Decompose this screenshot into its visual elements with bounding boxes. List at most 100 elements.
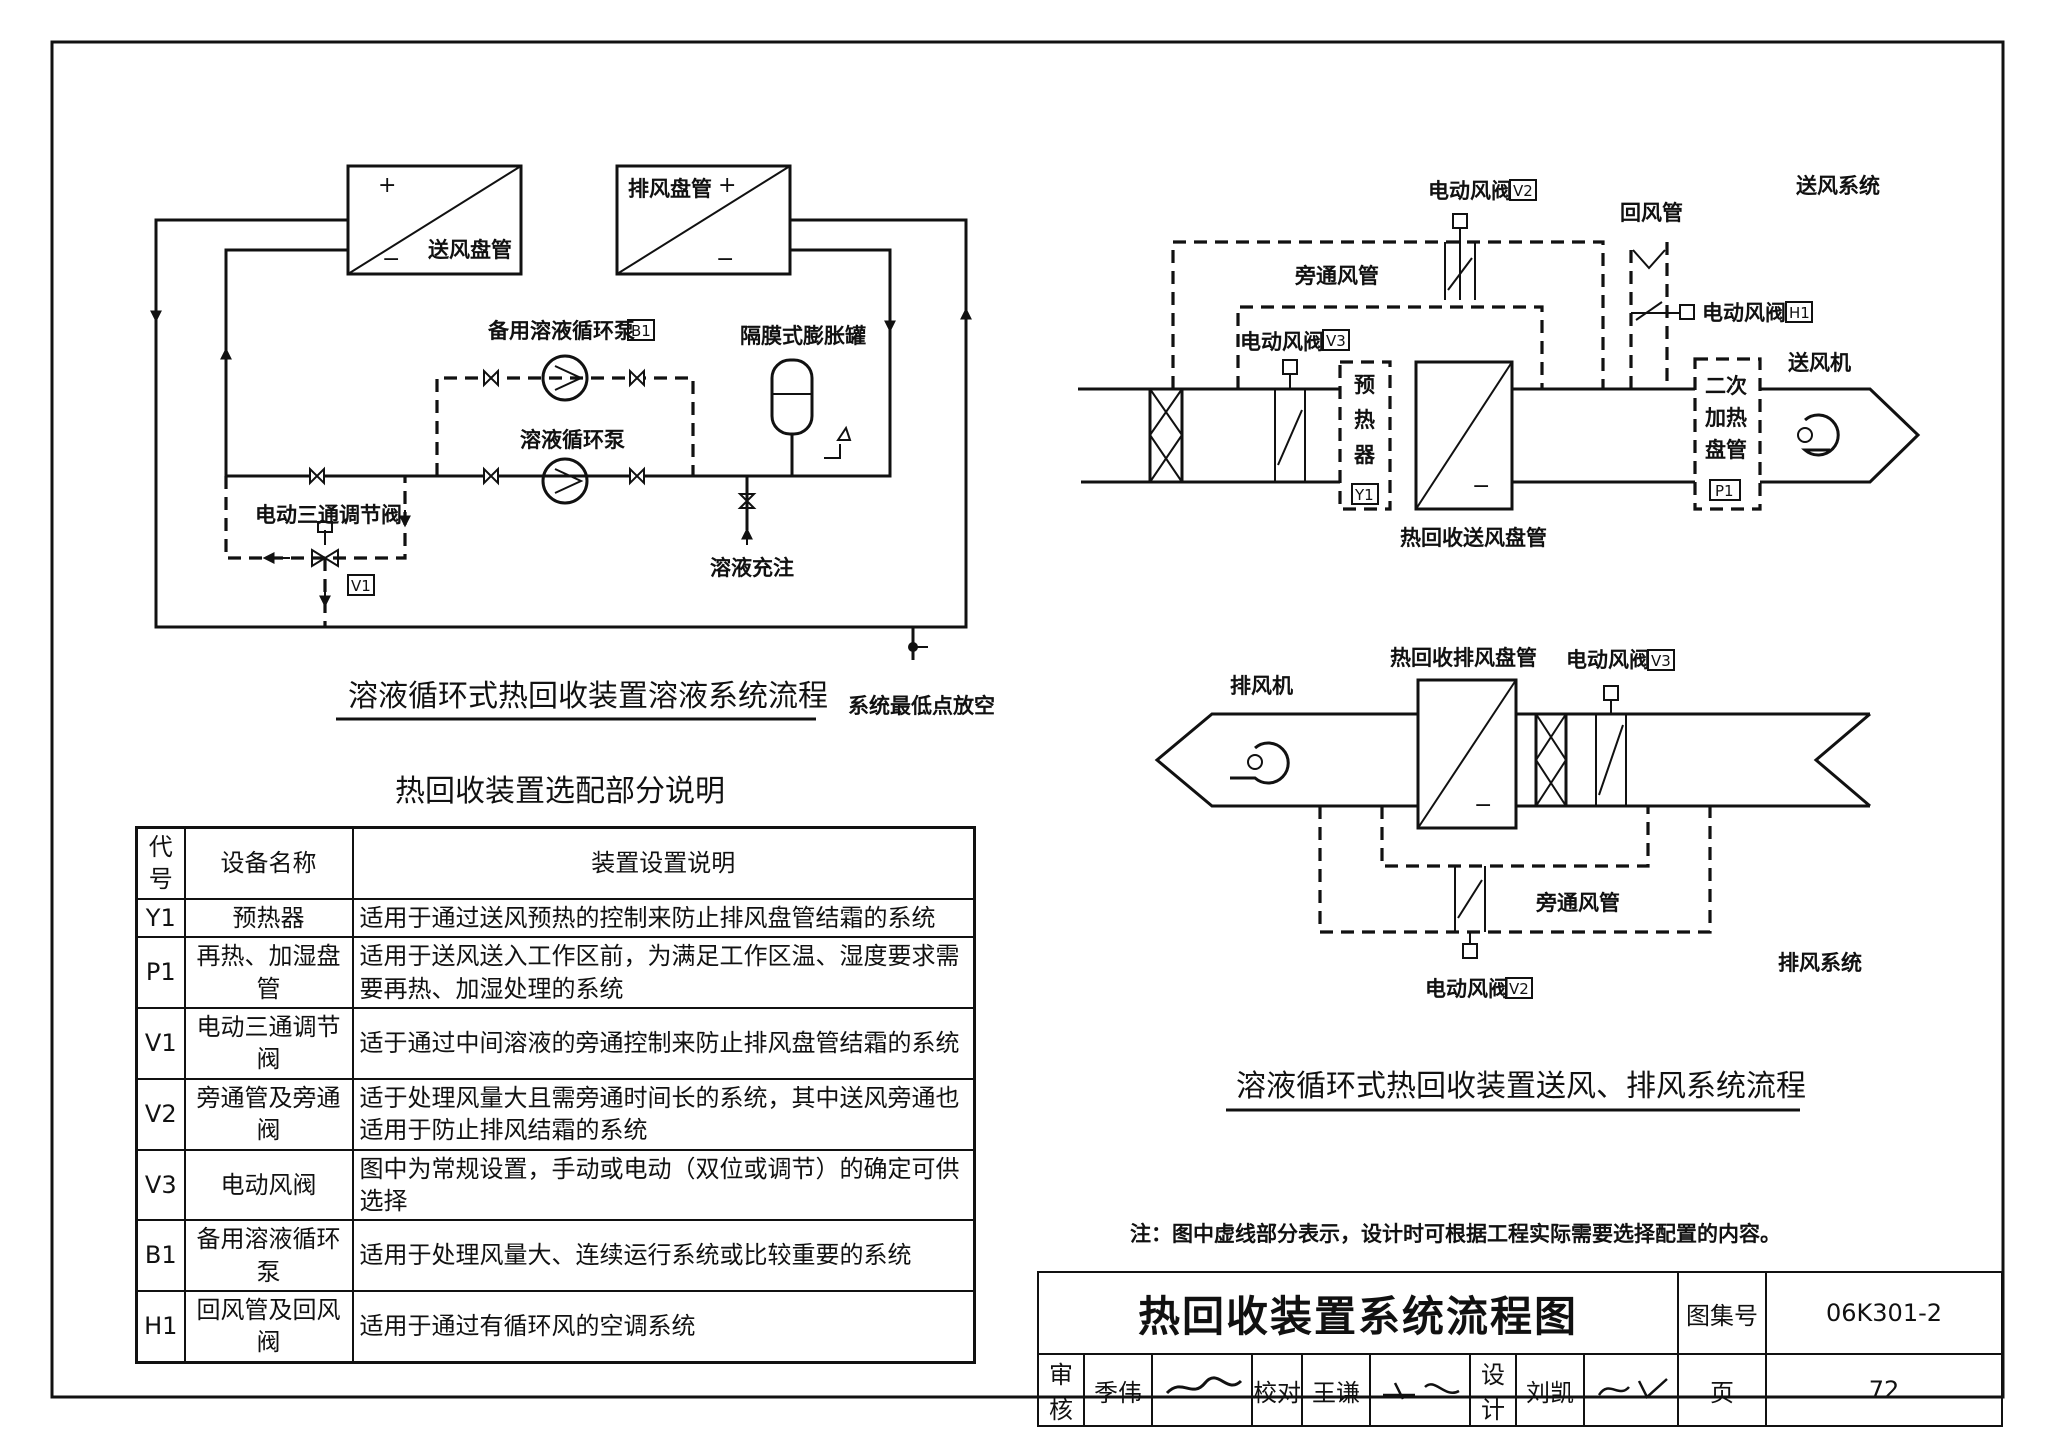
svg-text:−: −	[1474, 793, 1492, 818]
svg-text:热回收送风盘管: 热回收送风盘管	[1400, 526, 1547, 550]
svg-text:器: 器	[1353, 443, 1376, 467]
svg-text:盘管: 盘管	[1705, 438, 1747, 462]
return-duct	[1629, 242, 1669, 389]
svg-text:−: −	[716, 247, 734, 272]
svg-text:隔膜式膨胀罐: 隔膜式膨胀罐	[740, 324, 866, 348]
title-block: 热回收装置系统流程图 图集号 06K301-2 审核 季伟 校对 王谦 设计 刘…	[1036, 1271, 2003, 1427]
svg-text:电动风阀: 电动风阀	[1425, 977, 1509, 1001]
supply-air-diagram: 送风系统 回风管 电动风阀 H1 电动风阀 V2 旁通风管	[1078, 174, 1921, 550]
reviewer-signature	[1151, 1353, 1253, 1427]
svg-text:电动风阀: 电动风阀	[1566, 648, 1650, 672]
svg-text:−: −	[382, 247, 400, 272]
svg-text:旁通风管: 旁通风管	[1294, 264, 1379, 288]
three-way-valve	[311, 521, 339, 568]
svg-text:V3: V3	[1326, 332, 1346, 350]
svg-text:备用溶液循环泵: 备用溶液循环泵	[487, 319, 635, 343]
svg-text:V2: V2	[1513, 182, 1533, 200]
svg-text:溶液循环泵: 溶液循环泵	[520, 428, 625, 452]
supply-fan	[1797, 413, 1840, 457]
drawing-title: 热回收装置系统流程图	[1036, 1271, 1680, 1355]
outer-pipe-loop	[154, 218, 968, 629]
design-note: 注：图中虚线部分表示，设计时可根据工程实际需要选择配置的内容。	[1130, 1222, 1781, 1246]
table-row: H1 回风管及回风阀 适用于通过有循环风的空调系统	[135, 1290, 976, 1364]
svg-text:溶液充注: 溶液充注	[710, 556, 794, 580]
filling-valve	[737, 476, 757, 545]
option-description-table: 代号 设备名称 装置设置说明 Y1 预热器 适用于通过送风预热的控制来防止排风盘…	[135, 826, 976, 1364]
svg-text:P1: P1	[1715, 482, 1734, 500]
svg-text:排风机: 排风机	[1230, 674, 1293, 698]
row-name: 电动三通调节阀	[183, 1006, 354, 1080]
supply-outlet	[1760, 387, 1921, 484]
svg-text:电动风阀: 电动风阀	[1428, 179, 1512, 203]
svg-text:H1: H1	[1789, 304, 1810, 322]
svg-text:系统最低点放空: 系统最低点放空	[848, 694, 995, 718]
exhaust-air-diagram: 排风机 − 热回收排风盘管 电动风阀 V3 旁通风管 电动风阀 V2 排风系统	[1154, 646, 1871, 1112]
row-code: P1	[135, 936, 186, 1009]
svg-text:−: −	[1472, 474, 1490, 499]
table-row: V2 旁通管及旁通阀 适于处理风量大且需旁通时间长的系统，其中送风旁通也适用于防…	[135, 1077, 976, 1151]
atlas-label: 图集号	[1677, 1271, 1768, 1355]
air-caption: 溶液循环式热回收装置送风、排风系统流程	[1236, 1069, 1806, 1104]
row-code: H1	[135, 1290, 186, 1364]
row-name: 再热、加湿盘管	[183, 936, 354, 1009]
designer-signature	[1582, 1353, 1680, 1427]
table-row: P1 再热、加湿盘管 适用于送风送入工作区前，为满足工作区温、湿度要求需要再热、…	[135, 936, 976, 1009]
table-header-row: 代号 设备名称 装置设置说明	[135, 826, 976, 900]
svg-text:送风盘管: 送风盘管	[428, 238, 512, 262]
row-name: 电动风阀	[183, 1148, 354, 1222]
exhaust-coil: 排风盘管 + −	[615, 164, 792, 276]
exhaust-fan	[1230, 741, 1290, 785]
row-name: 旁通管及旁通阀	[183, 1077, 354, 1151]
svg-text:二次: 二次	[1705, 374, 1747, 398]
svg-text:+: +	[718, 173, 736, 198]
drawing-frame	[50, 40, 2005, 1399]
svg-text:加热: 加热	[1704, 406, 1747, 430]
drain	[908, 627, 928, 660]
svg-text:预: 预	[1354, 373, 1375, 397]
designer-name: 刘凯	[1515, 1353, 1585, 1427]
supply-coil-return-pipe	[224, 248, 348, 476]
header-desc: 装置设置说明	[351, 826, 976, 900]
svg-text:旁通风管: 旁通风管	[1535, 891, 1620, 915]
solution-caption: 溶液循环式热回收装置溶液系统流程	[348, 679, 828, 714]
svg-text:V2: V2	[1509, 980, 1529, 998]
svg-text:排风系统: 排风系统	[1778, 951, 1862, 975]
svg-text:电动风阀: 电动风阀	[1702, 301, 1786, 325]
svg-text:回风管: 回风管	[1620, 201, 1683, 225]
row-code: Y1	[135, 897, 186, 939]
row-name: 备用溶液循环泵	[183, 1219, 354, 1293]
expansion-tank	[770, 358, 852, 476]
table-title: 热回收装置选配部分说明	[395, 774, 725, 809]
exhaust-recovery-coil: −	[1416, 678, 1518, 830]
supply-coil: + − 送风盘管	[346, 164, 523, 276]
solution-system-diagram: + − 送风盘管 排风盘管 + −	[150, 164, 995, 721]
exhaust-outlet	[1154, 712, 1418, 808]
review-label: 审核	[1037, 1353, 1085, 1427]
page-number: 72	[1765, 1353, 2003, 1427]
row-name: 回风管及回风阀	[183, 1290, 354, 1364]
svg-text:排风盘管: 排风盘管	[628, 177, 712, 201]
row-name: 预热器	[183, 897, 354, 939]
svg-text:电动三通调节阀: 电动三通调节阀	[255, 503, 402, 527]
preheater	[1338, 360, 1392, 511]
standby-pump-branch	[435, 376, 695, 476]
supply-inlet	[1078, 387, 1152, 484]
table-row: B1 备用溶液循环泵 适用于处理风量大、连续运行系统或比较重要的系统	[135, 1219, 976, 1293]
row-desc: 适于通过中间溶液的旁通控制来防止排风盘管结霜的系统	[351, 1006, 976, 1080]
table-row: V3 电动风阀 图中为常规设置，手动或电动（双位或调节）的确定可供选择	[135, 1148, 976, 1222]
row-desc: 适于处理风量大且需旁通时间长的系统，其中送风旁通也适用于防止排风结霜的系统	[351, 1077, 976, 1151]
exhaust-coil-return-pipe	[226, 248, 892, 478]
table-row: Y1 预热器 适用于通过送风预热的控制来防止排风盘管结霜的系统	[135, 897, 976, 939]
svg-text:送风系统: 送风系统	[1796, 174, 1880, 198]
pump	[541, 457, 589, 505]
svg-text:热: 热	[1354, 408, 1375, 432]
reviewer-name: 季伟	[1083, 1353, 1153, 1427]
row-code: V1	[135, 1006, 186, 1080]
svg-text:Y1: Y1	[1354, 486, 1374, 504]
reheat-coil	[1693, 357, 1762, 511]
row-desc: 适用于通过有循环风的空调系统	[351, 1290, 976, 1364]
checker-name: 王谦	[1301, 1353, 1371, 1427]
supply-bypass-duct	[1171, 240, 1605, 389]
svg-text:送风机: 送风机	[1788, 351, 1851, 375]
gate-valves	[309, 368, 645, 486]
